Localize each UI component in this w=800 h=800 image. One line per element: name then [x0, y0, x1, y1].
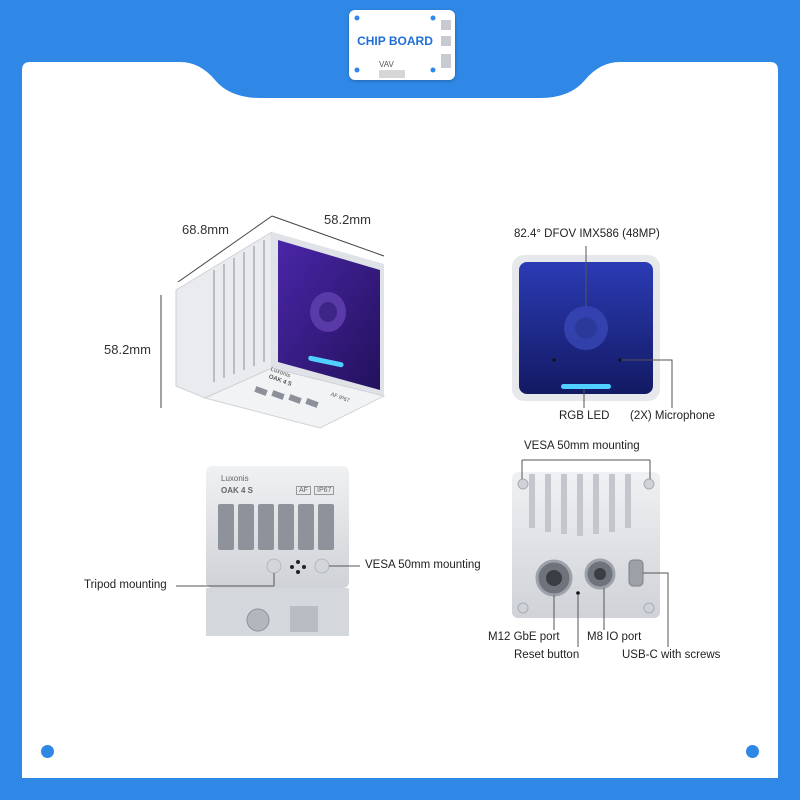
- back-vesa-tr: [643, 478, 655, 490]
- dim-height-label: 58.2mm: [104, 342, 151, 357]
- bottom-device-model: OAK 4 S: [221, 486, 254, 495]
- chip-board-icon: [354, 15, 451, 78]
- bottom-body: [206, 466, 349, 588]
- dim-depth-label: 68.8mm: [182, 222, 229, 237]
- bottom-mic-holes: [290, 560, 306, 574]
- corner-dot-tr: [746, 45, 759, 58]
- front-mic-label: (2X) Microphone: [630, 410, 716, 422]
- mic-hole-left: [552, 358, 556, 362]
- bottom-m12-connector: [246, 608, 270, 632]
- vesa-mount-label-bottom: VESA 50mm mounting: [365, 559, 481, 571]
- leader-usbc: [643, 572, 669, 647]
- bottom-view: [176, 466, 360, 636]
- usbc-port-label: USB-C with screws: [622, 649, 721, 661]
- front-led-label: RGB LED: [559, 410, 610, 422]
- bottom-badge-af: AF: [296, 486, 311, 495]
- back-vesa-bl: [517, 602, 529, 614]
- bottom-device-brand: Luxonis: [221, 474, 249, 483]
- back-vesa-br: [643, 602, 655, 614]
- corner-dot-br: [746, 745, 759, 758]
- vesa-mount-label-back: VESA 50mm mounting: [524, 440, 640, 452]
- dim-line-depth: [177, 215, 273, 283]
- vesa-mount-hole-bottom: [314, 558, 330, 574]
- brand-logo-text: CHIP BOARD: [357, 34, 433, 48]
- corner-dot-bl: [41, 745, 54, 758]
- tripod-mount-hole: [266, 558, 282, 574]
- bottom-slots: [218, 504, 334, 550]
- m8-port-label: M8 IO port: [587, 631, 642, 643]
- m12-port-label: M12 GbE port: [488, 631, 560, 643]
- bottom-m8-connector: [290, 606, 318, 632]
- iso-view: [160, 215, 386, 429]
- reset-button-label: Reset button: [514, 649, 580, 661]
- back-fins: [529, 474, 631, 536]
- bottom-badge-ip: IP67: [314, 486, 335, 495]
- usbc-port: [628, 559, 644, 587]
- brand-logo-sub: VAV: [379, 60, 394, 69]
- dim-width-label: 58.2mm: [324, 212, 371, 227]
- back-vesa-tl: [517, 478, 529, 490]
- mic-hole-right: [618, 358, 622, 362]
- front-view: [512, 246, 673, 408]
- reset-button: [576, 591, 580, 595]
- dim-line-width: [271, 215, 385, 257]
- front-led: [561, 384, 611, 389]
- tripod-mount-label: Tripod mounting: [84, 579, 167, 591]
- iso-led: [308, 355, 344, 368]
- front-lens-inner: [575, 317, 597, 339]
- iso-vents: [254, 386, 319, 408]
- front-dfov-label: 82.4° DFOV IMX586 (48MP): [514, 228, 660, 240]
- bottom-connector-side: [206, 588, 349, 636]
- leader-mic: [620, 359, 673, 408]
- back-view: [512, 459, 669, 647]
- corner-dot-tl: [41, 45, 54, 58]
- iso-fins: [213, 240, 265, 382]
- brand-logo: CHIP BOARD VAV: [349, 10, 455, 80]
- iso-lens-inner: [319, 302, 337, 322]
